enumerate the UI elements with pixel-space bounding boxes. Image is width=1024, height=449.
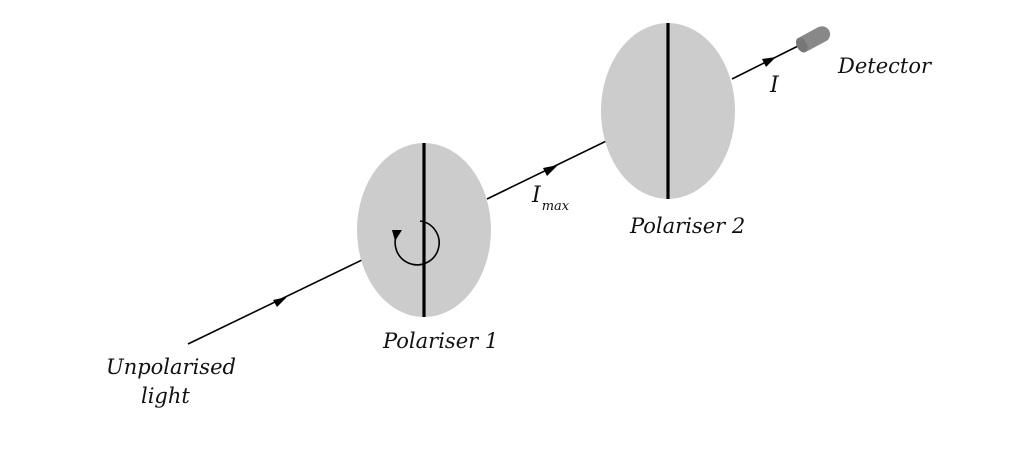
rotation-arrow-icon [392,220,440,266]
i-label: I [770,73,779,98]
beam-outgoing-arrowhead [762,57,776,67]
imax-symbol: I [532,183,541,208]
beam-middle-arrowhead [543,165,558,176]
unpolarised-light-label-line2: light [141,384,190,408]
imax-label: Imax [532,183,569,214]
imax-subscript: max [541,199,570,214]
beam-incoming-arrowhead [273,297,287,307]
polariser-2-label: Polariser 2 [630,214,746,238]
unpolarised-light-label-line1: Unpolarised [106,355,236,379]
detector-cylinder-icon [795,26,831,53]
detector-label: Detector [838,54,932,78]
polariser-1-label: Polariser 1 [383,329,499,353]
